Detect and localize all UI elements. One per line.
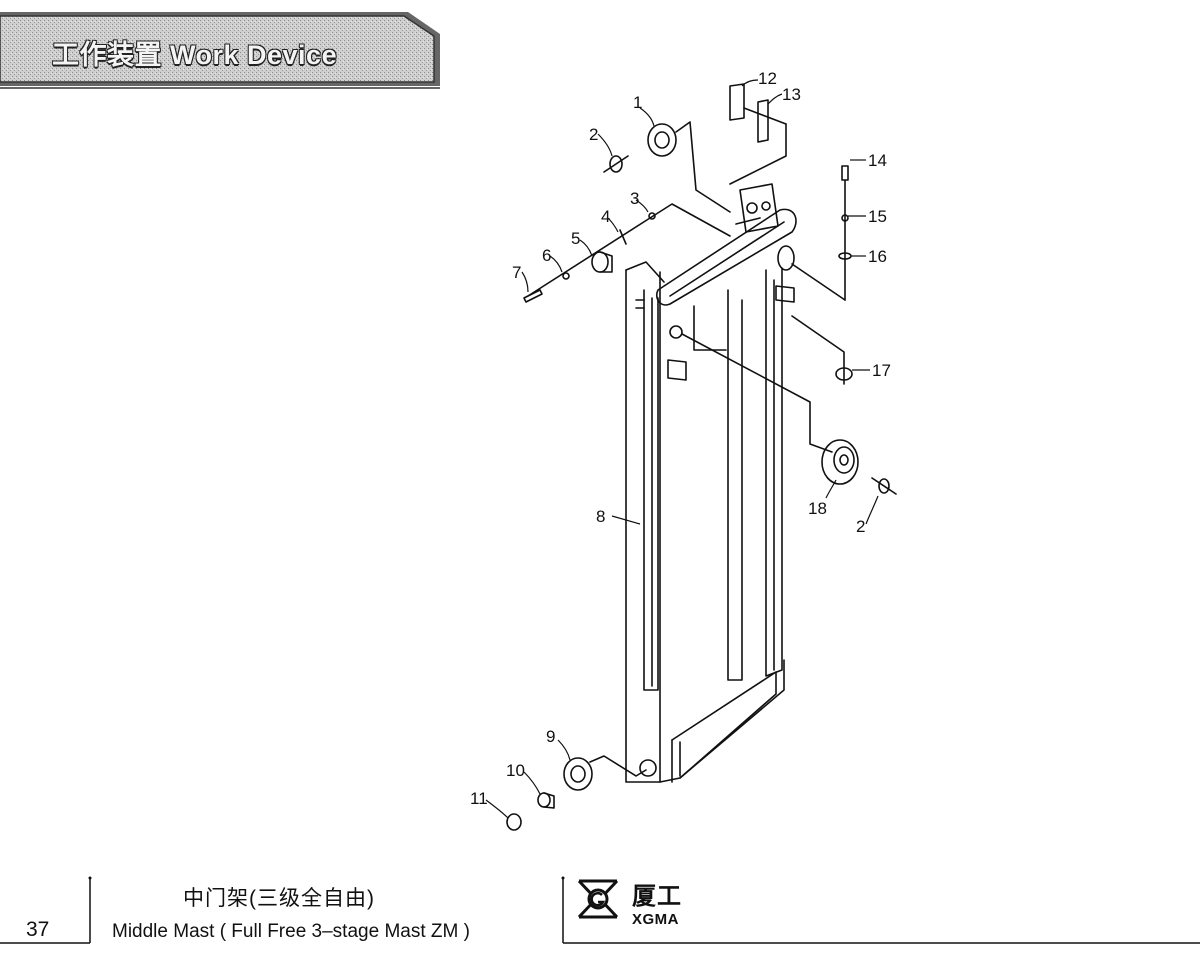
callout-18: 18 [808,499,827,518]
footer-frame [0,876,1200,944]
callout-17: 17 [872,361,891,380]
callout-11: 11 [470,789,488,808]
footer-title-chinese: 中门架(三级全自由) [183,887,375,910]
upper-sheave [777,245,795,271]
pin-4 [619,229,627,245]
callout-2-lower: 2 [856,517,865,536]
roller-bearing-1 [647,123,677,157]
callout-16: 16 [868,247,887,266]
washer-3 [648,212,656,220]
callout-8: 8 [596,507,605,526]
callout-7: 7 [512,263,521,282]
chain-anchor-14-17 [791,165,853,385]
callout-1: 1 [633,93,642,112]
roller-shaft-upper [669,325,683,339]
callout-4: 4 [601,207,610,226]
roller-bearing-9 [563,755,647,791]
callout-15: 15 [868,207,887,226]
snap-ring-11 [506,813,522,831]
page-number: 37 [26,918,50,941]
callout-2: 2 [589,125,598,144]
callout-10: 10 [506,761,525,780]
callout-12: 12 [758,69,777,88]
footer-title-english: Middle Mast ( Full Free 3–stage Mast ZM … [112,921,470,942]
callout-13: 13 [782,85,801,104]
bottom-shaft-stub [639,759,657,777]
middle-mast-frame [625,261,795,783]
header-title: 工作装置 Work Device [52,40,338,70]
callout-6: 6 [542,246,551,265]
brand-name-chinese: 厦工 [632,883,682,910]
nut-6 [562,272,570,280]
callout-9: 9 [546,727,555,746]
callout-5: 5 [571,229,580,248]
header-tab [0,12,440,89]
sheave-18 [681,333,897,495]
xgma-logo-icon [577,879,619,919]
parts-diagram: 1 2 3 4 5 6 7 8 9 10 11 12 13 14 15 16 1… [470,69,897,831]
bushing-10 [537,792,555,809]
bracket-12-13 [729,83,787,185]
snap-ring-2 [609,155,623,173]
top-crossbeam [655,183,797,306]
brand-name-english: XGMA [632,911,679,928]
callout-3: 3 [630,189,639,208]
callout-14: 14 [868,151,887,170]
bolt-7 [523,289,543,303]
bushing-5 [591,251,613,273]
